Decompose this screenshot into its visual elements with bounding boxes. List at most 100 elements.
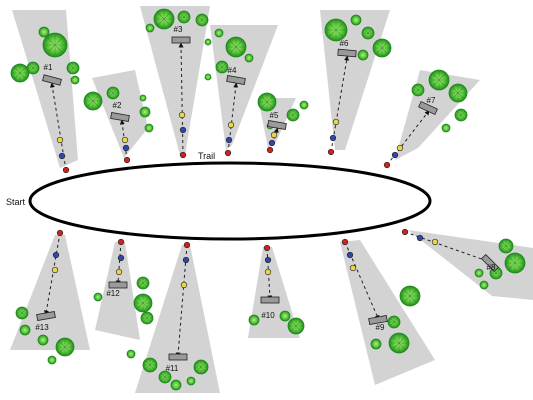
tree-icon bbox=[299, 100, 309, 110]
tree-icon bbox=[195, 13, 209, 27]
arrow-icon bbox=[175, 244, 188, 358]
marker-dot-icon bbox=[401, 228, 409, 236]
marker-dot-icon bbox=[227, 121, 235, 129]
marker-dot-icon bbox=[121, 136, 129, 144]
tree-icon bbox=[133, 293, 153, 313]
tree-icon bbox=[474, 268, 484, 278]
marker-dot-icon bbox=[341, 238, 349, 246]
marker-dot-icon bbox=[266, 146, 274, 154]
tree-icon bbox=[387, 315, 401, 329]
station-label-4: #4 bbox=[228, 66, 237, 75]
marker-dot-icon bbox=[180, 281, 188, 289]
tree-icon bbox=[186, 376, 196, 386]
tree-icon bbox=[26, 61, 40, 75]
tree-icon bbox=[139, 106, 151, 118]
camera-station-12: #12 bbox=[106, 238, 128, 298]
tree-icon bbox=[372, 38, 392, 58]
station-label-11: #11 bbox=[166, 364, 179, 373]
arrow-icon bbox=[115, 241, 122, 286]
trail-label: Trail bbox=[198, 151, 215, 161]
arrow-icon bbox=[330, 55, 350, 153]
camera-station-8: #8 bbox=[401, 228, 500, 273]
tree-icon bbox=[70, 75, 80, 85]
marker-dot-icon bbox=[56, 229, 64, 237]
marker-dot-icon bbox=[179, 151, 187, 159]
tree-icon bbox=[411, 83, 425, 97]
marker-dot-icon bbox=[62, 166, 70, 174]
tree-icon bbox=[19, 324, 31, 336]
marker-dot-icon bbox=[122, 144, 130, 152]
station-label-5: #5 bbox=[270, 111, 279, 120]
station-label-8: #8 bbox=[487, 263, 496, 272]
view-cone-3 bbox=[140, 6, 210, 155]
station-label-3: #3 bbox=[174, 25, 183, 34]
tree-icon bbox=[55, 337, 75, 357]
camera-station-11: #11 bbox=[166, 241, 191, 373]
arrow-icon bbox=[386, 110, 430, 166]
tree-icon bbox=[144, 123, 154, 133]
tree-icon bbox=[153, 8, 175, 30]
marker-dot-icon bbox=[416, 234, 424, 242]
tree-icon bbox=[257, 92, 277, 112]
tree-icon bbox=[83, 91, 103, 111]
tree-icon bbox=[140, 311, 154, 325]
tree-icon bbox=[388, 332, 410, 354]
trail-loop bbox=[28, 161, 432, 241]
tree-icon bbox=[145, 23, 155, 33]
tree-icon bbox=[204, 38, 212, 46]
tree-icon bbox=[350, 14, 362, 26]
camera-station-7: #7 bbox=[383, 96, 438, 169]
camera-station-10: #10 bbox=[260, 244, 280, 320]
arrow-icon bbox=[178, 42, 184, 156]
tree-layer bbox=[10, 8, 526, 391]
arrow-icon bbox=[43, 232, 61, 316]
marker-dot-icon bbox=[263, 244, 271, 252]
tree-icon bbox=[136, 276, 150, 290]
view-cone-12 bbox=[95, 242, 140, 340]
marker-dot-icon bbox=[183, 241, 191, 249]
view-cone-9 bbox=[340, 240, 435, 385]
camera-icon bbox=[108, 281, 128, 289]
camera-icon bbox=[171, 36, 191, 44]
marker-dot-icon bbox=[56, 136, 64, 144]
tree-icon bbox=[93, 292, 103, 302]
camera-icon bbox=[42, 74, 62, 86]
station-label-1: #1 bbox=[44, 63, 53, 72]
tree-icon bbox=[361, 26, 375, 40]
marker-dot-icon bbox=[58, 152, 66, 160]
camera-station-1: #1 bbox=[42, 63, 70, 174]
marker-dot-icon bbox=[396, 144, 404, 152]
tree-icon bbox=[498, 238, 514, 254]
station-label-13: #13 bbox=[35, 323, 49, 332]
tree-icon bbox=[448, 83, 468, 103]
camera-station-13: #13 bbox=[35, 229, 64, 332]
tree-icon bbox=[158, 370, 172, 384]
camera-station-5: #5 bbox=[266, 111, 287, 154]
camera-icon bbox=[36, 311, 56, 321]
tree-icon bbox=[225, 36, 247, 58]
marker-dot-icon bbox=[182, 256, 190, 264]
view-cone-11 bbox=[135, 245, 220, 393]
tree-icon bbox=[170, 379, 182, 391]
tree-icon bbox=[139, 94, 147, 102]
tree-icon bbox=[454, 108, 468, 122]
marker-dot-icon bbox=[224, 149, 232, 157]
marker-dot-icon bbox=[327, 148, 335, 156]
marker-dot-icon bbox=[52, 251, 60, 259]
start-label: Start bbox=[6, 197, 26, 207]
station-label-10: #10 bbox=[261, 311, 275, 320]
camera-icon bbox=[260, 296, 280, 304]
station-label-9: #9 bbox=[376, 323, 385, 332]
camera-icon bbox=[337, 48, 357, 58]
tree-icon bbox=[177, 10, 191, 24]
tree-icon bbox=[142, 357, 158, 373]
marker-dot-icon bbox=[383, 161, 391, 169]
tree-icon bbox=[324, 18, 348, 42]
camera-icon bbox=[226, 75, 246, 85]
tree-icon bbox=[215, 60, 229, 74]
tree-icon bbox=[248, 314, 260, 326]
tree-icon bbox=[193, 359, 209, 375]
station-layer: #1#2#3#4#5#6#7#8#9#10#11#12#13 bbox=[35, 25, 500, 373]
tree-icon bbox=[37, 334, 49, 346]
